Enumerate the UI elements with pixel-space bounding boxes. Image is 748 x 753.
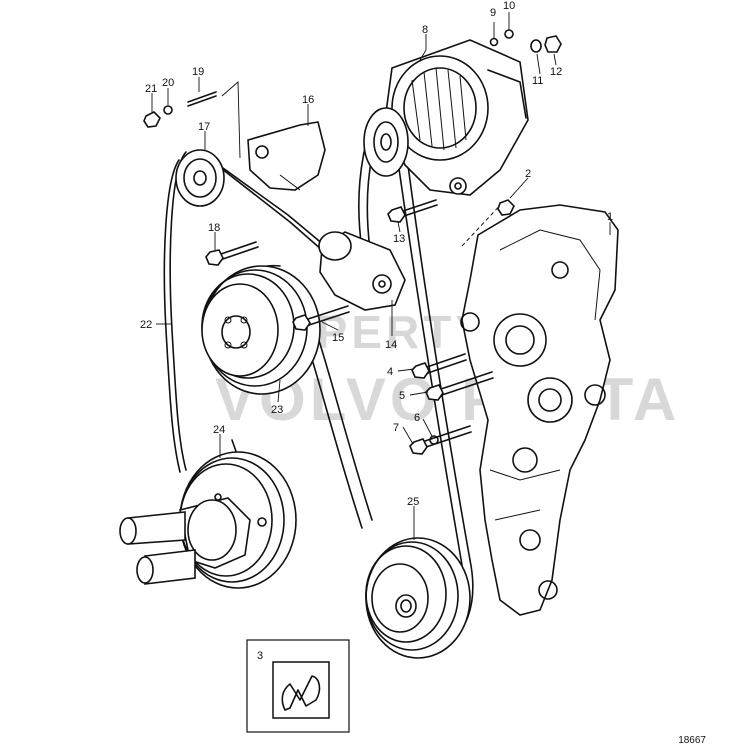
washer-9: [489, 37, 499, 47]
callout-25: 25: [407, 496, 419, 508]
nut-21: [143, 111, 161, 128]
callout-13: 13: [393, 233, 405, 245]
callout-4: 4: [387, 366, 393, 378]
callout-18: 18: [208, 222, 220, 234]
idler-pulley-17: [175, 149, 225, 207]
callout-14: 14: [385, 339, 397, 351]
callout-10: 10: [503, 0, 515, 12]
alternator: [363, 39, 529, 196]
bolt-15: [292, 305, 350, 331]
callout-6: 6: [414, 412, 420, 424]
bolt-13: [387, 199, 438, 223]
callout-20: 20: [162, 77, 174, 89]
callout-24: 24: [213, 424, 225, 436]
nut-10: [504, 29, 514, 39]
belt-alternator: [358, 117, 474, 653]
washer-11: [530, 39, 542, 53]
callout-9: 9: [490, 7, 496, 19]
callout-16: 16: [302, 94, 314, 106]
bolt-18: [205, 241, 259, 266]
callout-2: 2: [525, 168, 531, 180]
inset-label: 3: [257, 650, 263, 662]
callout-7: 7: [393, 422, 399, 434]
bolt-19: [187, 91, 217, 107]
callout-12: 12: [550, 66, 562, 78]
bolt-7: [409, 425, 472, 455]
leader-lines: [151, 12, 611, 540]
callouts: 1 2 4 5 6 7 8 9 10 11 12 13 14 15 16 17 …: [140, 0, 613, 508]
tensioner-14: [318, 231, 406, 311]
callout-15: 15: [332, 332, 344, 344]
callout-11: 11: [532, 75, 543, 87]
callout-5: 5: [399, 390, 405, 402]
belt-22: [163, 149, 331, 473]
bolt-2: [497, 199, 515, 216]
tensioner-bracket: [247, 121, 326, 191]
washer-20: [163, 105, 173, 115]
bolt-4: [411, 353, 467, 379]
water-pump-pulley-24: [119, 451, 297, 589]
callout-8: 8: [422, 24, 428, 36]
callout-17: 17: [198, 121, 210, 133]
nut-12: [544, 35, 562, 53]
pulley-25: [365, 537, 471, 659]
callout-19: 19: [192, 66, 204, 78]
callout-21: 21: [145, 83, 157, 95]
callout-23: 23: [271, 404, 283, 416]
drawing-number: 18667: [678, 735, 706, 746]
callout-22: 22: [140, 319, 152, 331]
inset-belt-kit: 3: [246, 639, 350, 733]
callout-1: 1: [607, 211, 613, 223]
mounting-bracket: [460, 204, 619, 616]
